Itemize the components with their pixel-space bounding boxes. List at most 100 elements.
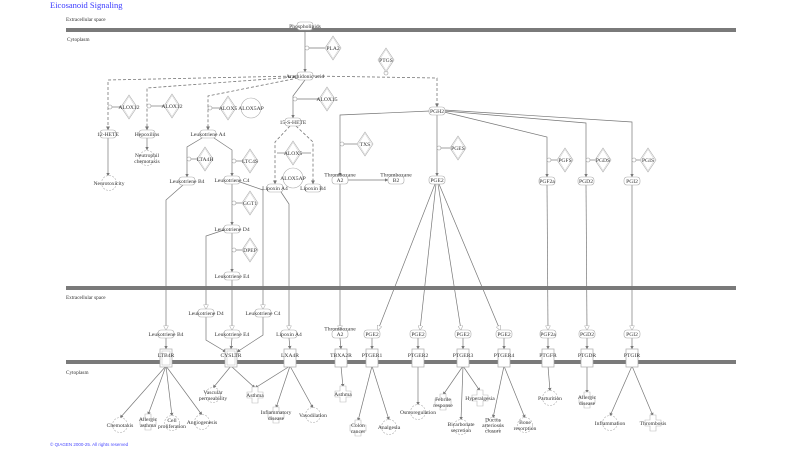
node-lxb4[interactable]: Lipoxin B4: [300, 183, 326, 193]
node-pge2[interactable]: PGE2: [428, 175, 446, 185]
node-dpep[interactable]: DPEP: [241, 237, 259, 263]
node-pgh2[interactable]: PGH2: [428, 106, 446, 116]
reaction-edge: [147, 365, 167, 416]
node-analg[interactable]: Analgesia: [378, 419, 401, 435]
node-tbxa2r[interactable]: TBXA2R: [330, 348, 352, 368]
node-pgf2a[interactable]: PGF2a: [538, 176, 556, 186]
node-lxa4[interactable]: Lipoxin A4: [262, 183, 288, 193]
node-label: LTA4H: [197, 157, 214, 163]
node-hyperalg[interactable]: Hyperalgesia: [465, 389, 495, 407]
node-txs[interactable]: TXS: [356, 131, 374, 157]
node-osmo[interactable]: Osmoregulation: [400, 404, 436, 420]
node-partur[interactable]: Parturition: [538, 390, 562, 406]
node-label: Asthma: [246, 393, 264, 399]
node-pgi2[interactable]: PGI2: [623, 176, 641, 186]
enzyme-diamond-inner: [198, 148, 212, 170]
node-eltc4[interactable]: Leukotriene C4: [246, 308, 281, 318]
metabolite-shape: [223, 329, 241, 339]
node-alox5b[interactable]: ALOX5: [284, 140, 303, 166]
node-elxa4[interactable]: Lipoxin A4: [276, 329, 302, 339]
node-pgfs[interactable]: PGFS: [556, 147, 574, 173]
node-lta4[interactable]: Leukotriene A4: [191, 129, 226, 139]
node-pges[interactable]: PGES: [449, 135, 467, 161]
node-pgd2[interactable]: PGD2: [577, 176, 595, 186]
enzyme-diamond: [556, 147, 574, 173]
node-alox12a[interactable]: ALOX12: [118, 94, 140, 120]
node-epgf2a[interactable]: PGF2a: [539, 329, 557, 339]
node-epgd2[interactable]: PGD2: [578, 329, 596, 339]
node-inflam[interactable]: Inflammation: [595, 415, 626, 431]
node-asthma2[interactable]: Asthma: [334, 385, 352, 403]
node-aa[interactable]: Arachidonic acid: [286, 71, 325, 81]
node-ltc4s[interactable]: LTC4S: [241, 148, 259, 174]
node-epge2a[interactable]: PGE2: [363, 329, 381, 339]
node-epge2b[interactable]: PGE2: [409, 329, 427, 339]
node-hete12[interactable]: 12-HETE: [97, 129, 119, 139]
node-ptger1[interactable]: PTGER1: [362, 348, 383, 368]
node-label-line: Analgesia: [378, 425, 401, 431]
node-alox12b[interactable]: ALOX12: [161, 93, 183, 119]
node-angio[interactable]: Angiogenesis: [187, 414, 217, 430]
node-ph[interactable]: Phospholipids: [289, 21, 321, 31]
node-cysltr[interactable]: CYSLTR: [221, 348, 242, 368]
node-eltd4[interactable]: Leukotriene D4: [188, 308, 224, 318]
node-pgis[interactable]: PGIS: [639, 147, 657, 173]
node-label: Leukotriene E4: [215, 332, 250, 338]
node-ltb4r[interactable]: LTB4R: [158, 348, 175, 368]
node-ptgs[interactable]: PTGS: [377, 47, 395, 73]
node-epgi2[interactable]: PGI2: [623, 329, 641, 339]
node-epge2d[interactable]: PGE2: [495, 329, 513, 339]
pathway-title-link[interactable]: Eicosanoid Signaling: [50, 0, 123, 10]
reaction-edge: [165, 365, 203, 416]
node-ltd4[interactable]: Leukotriene D4: [214, 224, 250, 234]
node-vasodil[interactable]: Vasodilation: [299, 407, 327, 423]
node-alox15[interactable]: ALOX15: [316, 86, 338, 112]
node-ptgdr[interactable]: PTGDR: [578, 348, 597, 368]
node-alox5[interactable]: ALOX5: [219, 95, 238, 121]
node-ltb4[interactable]: Leukotriene B4: [170, 176, 205, 186]
node-pla2[interactable]: PLA2: [324, 35, 342, 61]
node-label-line: ALOX5AP: [280, 176, 305, 182]
node-chemo[interactable]: Chemotaxis: [107, 417, 134, 433]
node-pgds[interactable]: PGDS: [594, 147, 612, 173]
node-eltb4[interactable]: Leukotriene B4: [149, 329, 184, 339]
node-elte4[interactable]: Leukotriene E4: [215, 329, 250, 339]
node-label: PTGFR: [539, 353, 557, 359]
node-lta4h[interactable]: LTA4H: [197, 146, 214, 172]
reaction-edge: [212, 365, 232, 389]
node-alox5apb[interactable]: ALOX5AP: [280, 167, 306, 189]
node-ptger3[interactable]: PTGER3: [453, 348, 474, 368]
node-thromb[interactable]: Thrombosis: [640, 414, 667, 432]
node-lte4[interactable]: Leukotriene E4: [215, 271, 250, 281]
node-asthma1[interactable]: Asthma: [246, 386, 264, 404]
node-ptgir[interactable]: PTGIR: [624, 348, 640, 368]
node-ptger2[interactable]: PTGER2: [408, 348, 429, 368]
node-ptgfr[interactable]: PTGFR: [539, 348, 557, 368]
node-ptger4[interactable]: PTGER4: [494, 348, 515, 368]
node-lxa4r[interactable]: LXA4R: [281, 348, 299, 368]
node-hepox[interactable]: Hepoxilins: [135, 129, 160, 139]
function-gear-icon: [410, 404, 426, 420]
node-alox5ap[interactable]: ALOX5AP: [238, 97, 264, 119]
node-epge2c[interactable]: PGE2: [454, 329, 472, 339]
reaction-edge: [275, 365, 291, 409]
node-ggt1[interactable]: GGT1: [241, 190, 259, 216]
node-ltc4[interactable]: Leukotriene C4: [215, 175, 250, 185]
node-label-line: PGE2: [497, 332, 511, 338]
node-hete15[interactable]: 15-S-HETE: [280, 117, 307, 127]
node-neurotox[interactable]: Neurotoxicity: [93, 175, 125, 191]
